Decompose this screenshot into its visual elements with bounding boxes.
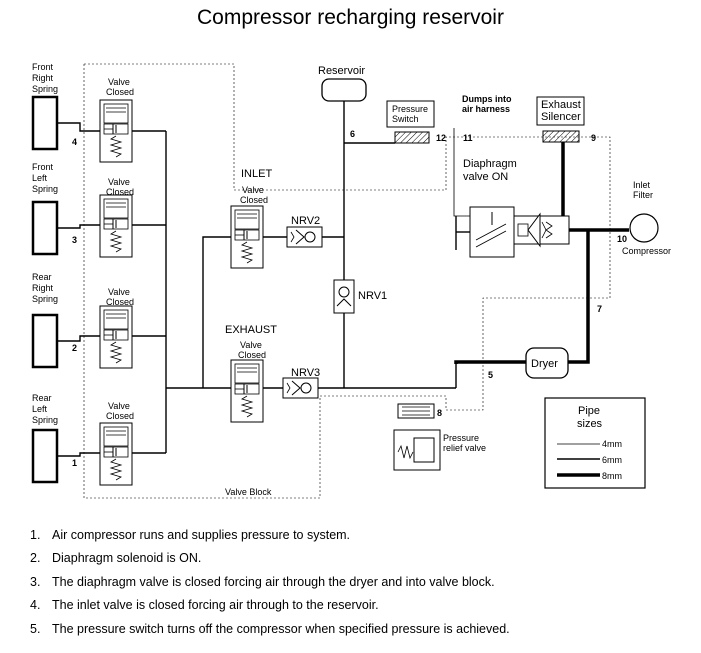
reservoir xyxy=(321,78,367,102)
nrv1-valve xyxy=(333,279,355,314)
exhaust-silencer xyxy=(536,96,585,143)
note-item: 2.Diaphragm solenoid is ON. xyxy=(30,551,202,566)
port-num-5: 5 xyxy=(488,370,493,380)
compressor-label: Compressor xyxy=(622,246,671,256)
reservoir-label: Reservoir xyxy=(318,65,365,77)
nrv2-valve xyxy=(286,226,323,248)
port-num-9: 9 xyxy=(591,133,596,143)
nrv3-label: NRV3 xyxy=(291,367,320,379)
port-num-6: 6 xyxy=(350,129,355,139)
port-num-11: 11 xyxy=(463,133,473,143)
valve-front-left xyxy=(99,194,133,258)
nrv3-valve xyxy=(282,377,319,399)
port-num-1: 1 xyxy=(72,458,77,468)
spring-rear-right xyxy=(31,313,59,369)
spring-front-left xyxy=(31,200,59,256)
legend-item-4mm: 4mm xyxy=(602,439,622,449)
note-item: 4.The inlet valve is closed forcing air … xyxy=(30,598,379,613)
note-item: 1.Air compressor runs and supplies press… xyxy=(30,528,351,542)
notes-list: 1.Air compressor runs and supplies press… xyxy=(30,524,510,641)
dryer-label: Dryer xyxy=(531,358,558,370)
valve-front-right xyxy=(99,99,133,163)
diaphragm-valve xyxy=(469,206,570,258)
heavy-pipes xyxy=(454,142,629,364)
port-num-10: 10 xyxy=(617,234,627,244)
spring-pipes xyxy=(57,101,470,457)
pressure-switch xyxy=(386,100,435,144)
spring-front-right xyxy=(31,95,59,151)
valve-exhaust xyxy=(230,359,264,423)
valve-block-label: Valve Block xyxy=(225,487,272,497)
legend-item-8mm: 8mm xyxy=(602,471,622,481)
note-item: 3.The diaphragm valve is closed forcing … xyxy=(30,574,495,589)
spring-rear-left xyxy=(31,428,59,484)
pressure-relief-valve xyxy=(393,403,441,471)
inlet-label: INLET xyxy=(241,168,272,180)
valve-inlet xyxy=(230,205,264,269)
port-num-3: 3 xyxy=(72,235,77,245)
port-num-8: 8 xyxy=(437,408,442,418)
port-num-4: 4 xyxy=(72,137,77,147)
port-num-2: 2 xyxy=(72,343,77,353)
inlet-filter xyxy=(629,213,659,243)
legend-item-6mm: 6mm xyxy=(602,455,622,465)
port-num-7: 7 xyxy=(597,304,602,314)
valve-rear-left xyxy=(99,422,133,486)
port-num-12: 12 xyxy=(436,133,446,143)
exhaust-label: EXHAUST xyxy=(225,324,277,336)
diagram-title: Compressor recharging reservoir xyxy=(197,6,504,29)
nrv1-label: NRV1 xyxy=(358,290,387,302)
note-item: 5.The pressure switch turns off the comp… xyxy=(30,621,510,636)
dryer xyxy=(525,347,569,379)
valve-block-outline xyxy=(83,63,611,499)
valve-rear-right xyxy=(99,305,133,369)
nrv2-label: NRV2 xyxy=(291,215,320,227)
